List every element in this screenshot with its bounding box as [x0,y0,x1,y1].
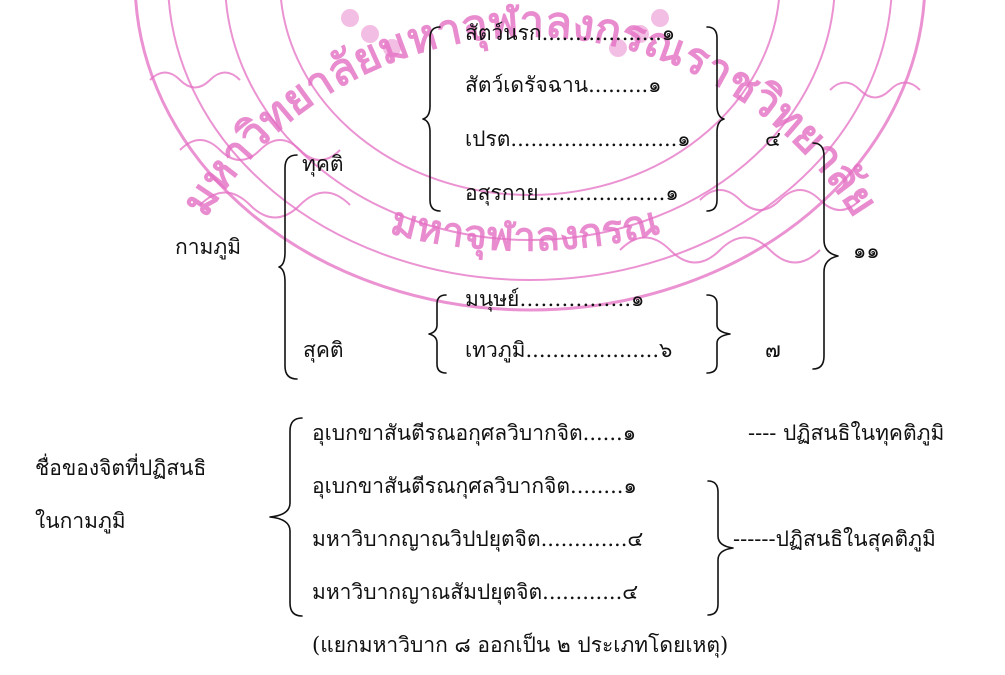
duggati-item-3: อสุรกาย...................๑ [465,181,679,205]
sugati-item-0: มนุษย์…………….๑ [465,287,645,311]
duggati-total: ๔ [765,127,781,151]
duggati-label: ทุคติ [302,152,344,176]
duggati-item-2: เปรต.........................๑ [465,127,691,151]
patisandhi-label-line2: ในกามภูมิ [35,509,126,533]
sugati-label: สุคติ [303,338,344,362]
root-label: กามภูมิ [175,235,242,259]
duggati-left-brace [422,26,441,212]
patisandhi-item-1: อุเบกขาสันตีรณกุศลวิบากจิต........๑ [312,474,637,498]
patisandhi-item-2: มหาวิบากญาณวิปปยุตจิต.............๔ [312,527,644,551]
note-sugati-rebirth: ------ปฏิสนธิในสุคติภูมิ [733,527,936,551]
note-duggati-rebirth: ---- ปฏิสนธิในทุคติภูมิ [748,421,945,445]
sugati-right-brace [706,294,731,374]
patisandhi-left-brace [269,417,303,617]
duggati-item-1: สัตว์เดรัจฉาน.........๑ [465,73,662,97]
duggati-right-brace [706,26,725,212]
footnote: (แยกมหาวิบาก ๘ ออกเป็น ๒ ประเภทโดยเหตุ) [312,633,729,657]
duggati-item-0: สัตว์นรก..................๑ [465,21,676,45]
sugati-total: ๗ [765,338,781,362]
sugati-item-1: เทวภูมิ....................๖ [465,338,673,362]
root-total: ๑๑ [853,239,880,263]
patisandhi-label-line1: ชื่อของจิตที่ปฏิสนธิ [35,456,207,480]
root-left-brace [278,154,298,380]
root-right-brace [812,142,839,370]
sugati-left-brace [428,294,447,374]
patisandhi-item-3: มหาวิบากญาณสัมปยุตจิต............๔ [312,580,639,604]
patisandhi-right-brace [707,480,734,616]
patisandhi-item-0: อุเบกขาสันตีรณอกุศลวิบากจิต......๑ [312,421,637,445]
